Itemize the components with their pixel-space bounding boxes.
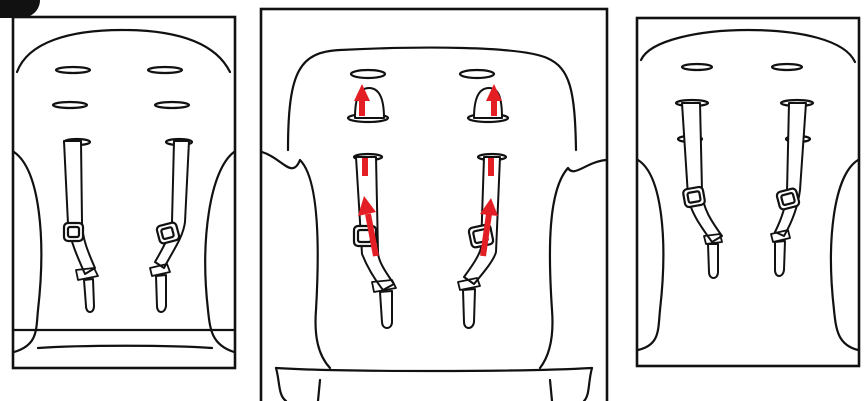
harness-slot: [349, 68, 387, 80]
harness-slot: [458, 68, 496, 80]
panel-frame: [259, 7, 609, 401]
harness-slot: [680, 62, 714, 72]
up-arrow-icon: [486, 84, 502, 116]
harness-slot: [51, 100, 89, 110]
harness-slot: [770, 62, 804, 72]
step-marker: [0, 0, 40, 18]
seat-back-outline: [639, 28, 857, 64]
panel-final: [635, 16, 861, 368]
up-arrow-icon: [480, 198, 498, 257]
harness-strap-right: [149, 140, 190, 313]
up-arrow-icon: [354, 84, 370, 116]
harness-strap-left: [681, 102, 723, 279]
panel-threading: [259, 7, 609, 401]
harness-strap-right: [457, 156, 501, 329]
panel-frame: [11, 15, 237, 370]
up-arrow-icon: [358, 196, 379, 257]
harness-strap-left: [62, 140, 99, 313]
harness-strap-right: [770, 102, 807, 277]
panel-initial: [11, 15, 237, 370]
seat-back-outline: [286, 46, 578, 152]
harness-slot: [54, 65, 92, 75]
panel-frame: [635, 16, 861, 368]
harness-slot: [153, 100, 191, 110]
harness-strap-left: [352, 156, 397, 329]
harness-slot: [146, 65, 184, 75]
seat-back-outline: [15, 28, 232, 74]
